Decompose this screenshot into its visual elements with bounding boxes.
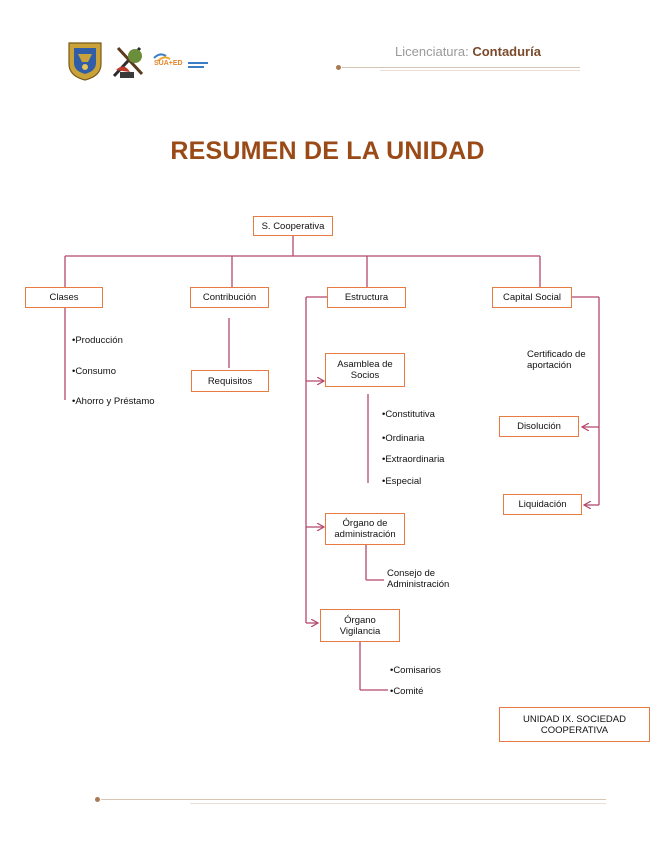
node-liquidacion: Liquidación bbox=[503, 494, 582, 515]
page-title: RESUMEN DE LA UNIDAD bbox=[170, 137, 485, 165]
node-contribucion: Contribución bbox=[190, 287, 269, 308]
header-dot bbox=[336, 65, 341, 70]
footer-rule-light bbox=[190, 803, 606, 804]
consejo-text: Consejo de Administración bbox=[387, 568, 450, 590]
header-rule bbox=[342, 67, 580, 68]
fca-logo bbox=[112, 46, 144, 78]
sua-ed-text: SUA+ED bbox=[154, 60, 183, 67]
footer-dot bbox=[95, 797, 100, 802]
node-clases: Clases bbox=[25, 287, 103, 308]
node-organo-vigilancia: Órgano Vigilancia bbox=[320, 609, 400, 642]
vigilancia-item: •Comisarios bbox=[390, 665, 441, 676]
vigilancia-item: •Comité bbox=[390, 686, 424, 697]
node-organo-admin: Órgano de administración bbox=[325, 513, 405, 545]
program-value: Contaduría bbox=[472, 44, 541, 59]
asamblea-item: •Constitutiva bbox=[382, 409, 435, 420]
node-root: S. Cooperativa bbox=[253, 216, 333, 236]
program-label-text: Licenciatura: bbox=[395, 44, 469, 59]
node-asamblea: Asamblea de Socios bbox=[325, 353, 405, 387]
program-label: Licenciatura: Contaduría bbox=[395, 44, 541, 59]
clases-item: •Producción bbox=[72, 335, 123, 346]
footer-rule bbox=[101, 799, 606, 800]
asamblea-item: •Ordinaria bbox=[382, 433, 425, 444]
unam-logo bbox=[68, 42, 102, 81]
node-capital: Capital Social bbox=[492, 287, 572, 308]
header-rule-light bbox=[380, 70, 580, 71]
clases-item: •Consumo bbox=[72, 366, 116, 377]
asamblea-item: •Extraordinaria bbox=[382, 454, 445, 465]
clases-item: •Ahorro y Préstamo bbox=[72, 396, 155, 407]
sua-ed-logo: SUA+ED bbox=[152, 50, 210, 72]
node-requisitos: Requisitos bbox=[191, 370, 269, 392]
node-unidad: UNIDAD IX. SOCIEDAD COOPERATIVA bbox=[499, 707, 650, 742]
node-disolucion: Disolución bbox=[499, 416, 579, 437]
sua-ed-mark-icon bbox=[153, 53, 208, 68]
node-estructura: Estructura bbox=[327, 287, 406, 308]
certificado-text: Certificado de aportación bbox=[527, 349, 586, 371]
asamblea-item: •Especial bbox=[382, 476, 422, 487]
